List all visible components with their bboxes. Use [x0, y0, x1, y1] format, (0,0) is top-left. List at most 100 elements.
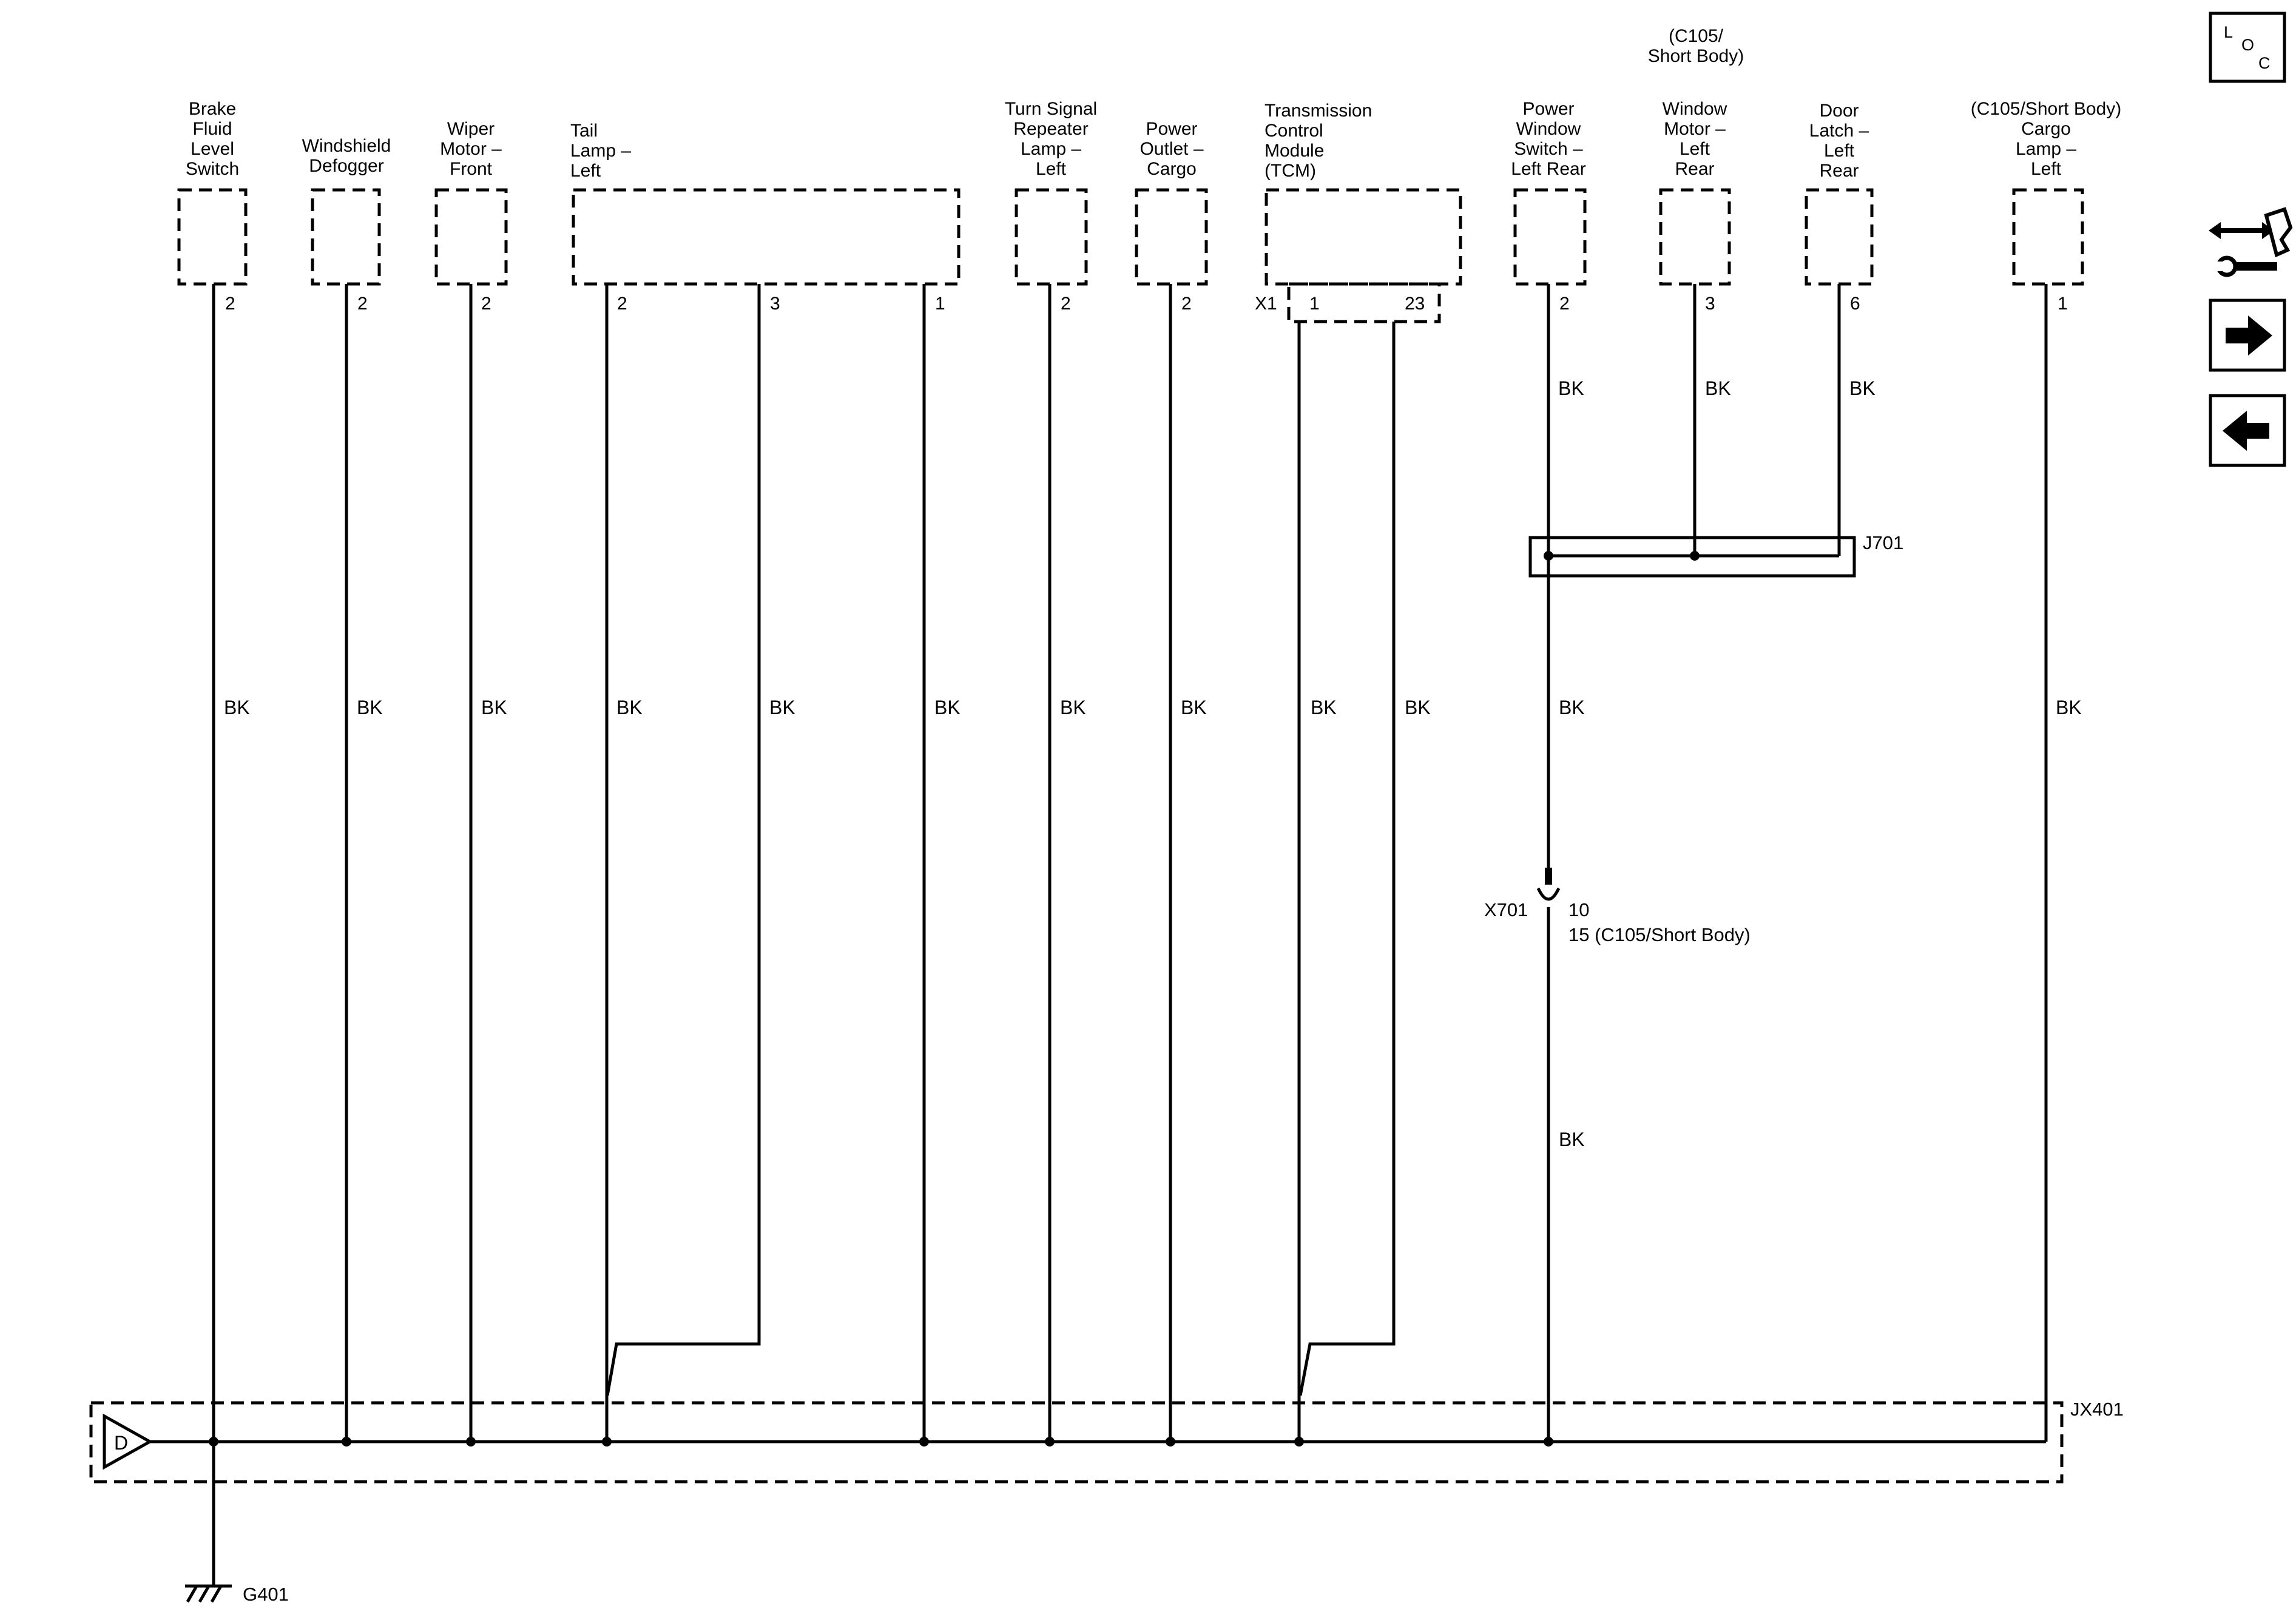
pin-number: 2	[1181, 294, 1192, 314]
windshield-defogger-label: Windshield Defogger	[302, 136, 391, 176]
wire-color-label: BK	[1559, 1129, 1585, 1150]
wire-color-label: BK	[1849, 377, 1876, 399]
cargo-lamp-box	[2012, 188, 2084, 286]
label-line: Window	[1516, 119, 1581, 139]
label-line: Lamp –	[1021, 139, 1081, 159]
wire-color-label: BK	[1558, 377, 1584, 399]
connector-tools-icon[interactable]	[2209, 207, 2293, 277]
back-arrow-button[interactable]	[2209, 394, 2286, 467]
x701-inline-connector	[1536, 868, 1561, 901]
bus-junction-dot	[342, 1437, 351, 1447]
g401-label: G401	[243, 1584, 289, 1605]
label-line: Left	[2031, 159, 2062, 179]
right-arrow-icon	[2226, 316, 2272, 356]
bus-junction-dot	[1544, 1437, 1553, 1447]
brake-fluid-level-switch-label: Brake Fluid Level Switch	[186, 99, 239, 179]
label-line: Defogger	[309, 156, 383, 176]
cargo-lamp-label: (C105/Short Body) Cargo Lamp – Left	[1971, 99, 2121, 179]
pin-number: 6	[1850, 294, 1860, 314]
label-line: Control	[1264, 121, 1323, 141]
x701-pin-number: 10	[1568, 899, 1589, 920]
pin-number: 2	[357, 294, 368, 314]
door-latch-box	[1805, 188, 1874, 286]
label-line: Latch –	[1809, 121, 1869, 141]
label-line: Switch	[186, 159, 239, 179]
window-motor-box	[1659, 188, 1731, 286]
pin-number: 2	[1061, 294, 1071, 314]
pin-number: 1	[935, 294, 945, 314]
loc-letter: L	[2224, 23, 2233, 41]
tcm-x1-connector-box	[1287, 282, 1441, 323]
label-line: Cargo	[1147, 159, 1197, 179]
left-arrow-icon	[2223, 411, 2269, 451]
label-line: Wiper	[447, 119, 495, 139]
x701-female-socket	[1536, 887, 1561, 901]
label-line: Windshield	[302, 136, 391, 156]
bus-junction-dot	[1166, 1437, 1175, 1447]
pin-number: 2	[617, 294, 627, 314]
wire-color-label: BK	[1311, 697, 1337, 718]
brake-fluid-switch-box	[177, 188, 248, 286]
label-line: (TCM)	[1264, 161, 1316, 181]
wire-color-label: BK	[357, 697, 383, 718]
forward-arrow-button[interactable]	[2209, 299, 2286, 372]
label-line: Cargo	[2021, 119, 2071, 139]
x701-male-pin	[1545, 868, 1552, 885]
bus-junction-dot	[466, 1437, 476, 1447]
jx401-label: JX401	[2070, 1399, 2124, 1420]
power-outlet-cargo-label: Power Outlet – Cargo	[1140, 119, 1203, 179]
label-line: Motor –	[440, 139, 502, 159]
label-line: Lamp –	[570, 141, 631, 161]
label-line: Lamp –	[2016, 139, 2076, 159]
splice-dot	[1690, 551, 1700, 561]
power-window-switch-label: Power Window Switch – Left Rear	[1511, 99, 1585, 179]
label-line: Turn Signal	[1005, 99, 1097, 119]
turn-signal-lamp-box	[1015, 188, 1088, 286]
bus-junction-dot	[1294, 1437, 1304, 1447]
label-line: Left Rear	[1511, 159, 1585, 179]
j701-label: J701	[1863, 532, 1903, 553]
wire-color-label: BK	[2056, 697, 2082, 718]
label-line: Left	[570, 161, 601, 181]
jx401-splice-pack-box	[89, 1401, 2064, 1484]
tcm-label: Transmission Control Module (TCM)	[1264, 101, 1372, 181]
ground-symbol	[185, 1561, 232, 1603]
label-line: Power	[1146, 119, 1197, 139]
label-line: Left	[1680, 139, 1710, 159]
wire-color-label: BK	[1705, 377, 1731, 399]
label-line: Front	[450, 159, 493, 179]
splice-dot	[1544, 551, 1553, 561]
pin-number: 3	[770, 294, 780, 314]
wiper-motor-box	[434, 188, 508, 286]
loc-button[interactable]: L O C	[2209, 12, 2286, 83]
wiper-motor-front-label: Wiper Motor – Front	[440, 119, 502, 179]
bus-junction-dot	[919, 1437, 929, 1447]
label-line: Transmission	[1264, 101, 1372, 121]
window-motor-label: (C105/ Short Body) Window Motor – Left R…	[1648, 26, 1744, 179]
label-line: (C105/Short Body)	[1971, 99, 2121, 119]
pin-number: 1	[2058, 294, 2068, 314]
windshield-defogger-box	[311, 188, 381, 286]
x701-alt-pin: 15 (C105/Short Body)	[1568, 924, 1751, 945]
wire-color-label: BK	[616, 697, 643, 718]
label-line: Fluid	[192, 119, 232, 139]
wire-tail-lamp-pin3	[606, 284, 761, 1396]
label-line: Left	[1824, 141, 1855, 161]
label-line: Motor –	[1664, 119, 1726, 139]
label-line: Door	[1819, 101, 1859, 121]
bus-junction-dot	[1045, 1437, 1055, 1447]
bus-junction-dot	[209, 1437, 218, 1447]
label-line: Left	[1036, 159, 1067, 179]
pin-number: 3	[1705, 294, 1715, 314]
loc-letter: O	[2241, 36, 2254, 54]
label-line: Outlet –	[1140, 139, 1203, 159]
tail-lamp-left-label: Tail Lamp – Left	[570, 121, 631, 181]
label-line: Power	[1522, 99, 1574, 119]
x701-label: X701	[1484, 899, 1528, 920]
tail-lamp-box	[572, 188, 961, 286]
label-note: Short Body)	[1648, 46, 1744, 66]
j701-splice-box	[1528, 536, 1856, 578]
pin-number: 2	[481, 294, 491, 314]
label-line: Switch –	[1514, 139, 1583, 159]
